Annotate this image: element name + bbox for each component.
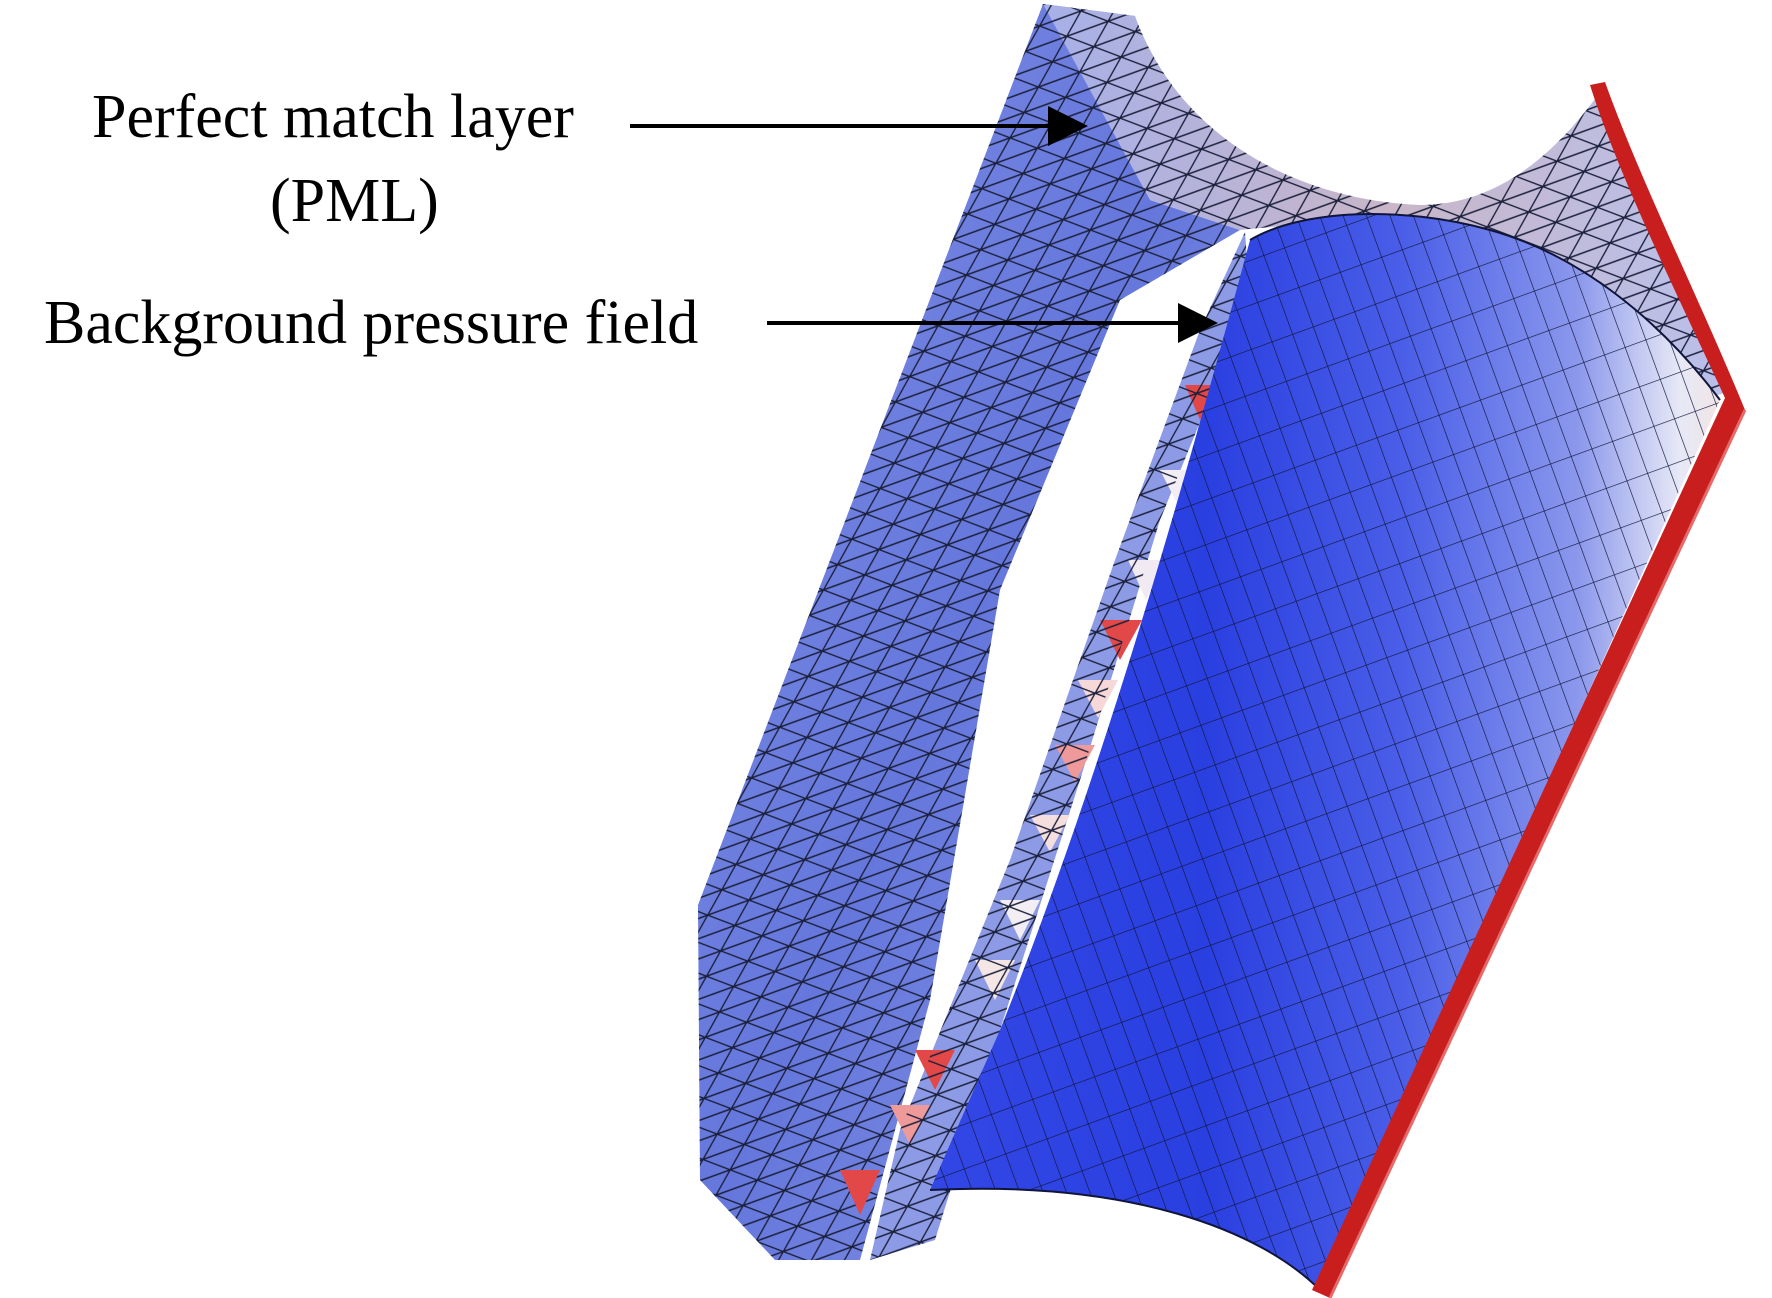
background-field-strip <box>840 232 1250 1260</box>
background-field-label: Background pressure field <box>44 289 699 357</box>
pml-label: Perfect match layer <box>92 83 574 151</box>
cylinder-surface <box>929 212 1721 1291</box>
pml-abbrev-label: (PML) <box>270 167 439 235</box>
outer-edge-band <box>1312 82 1747 1298</box>
